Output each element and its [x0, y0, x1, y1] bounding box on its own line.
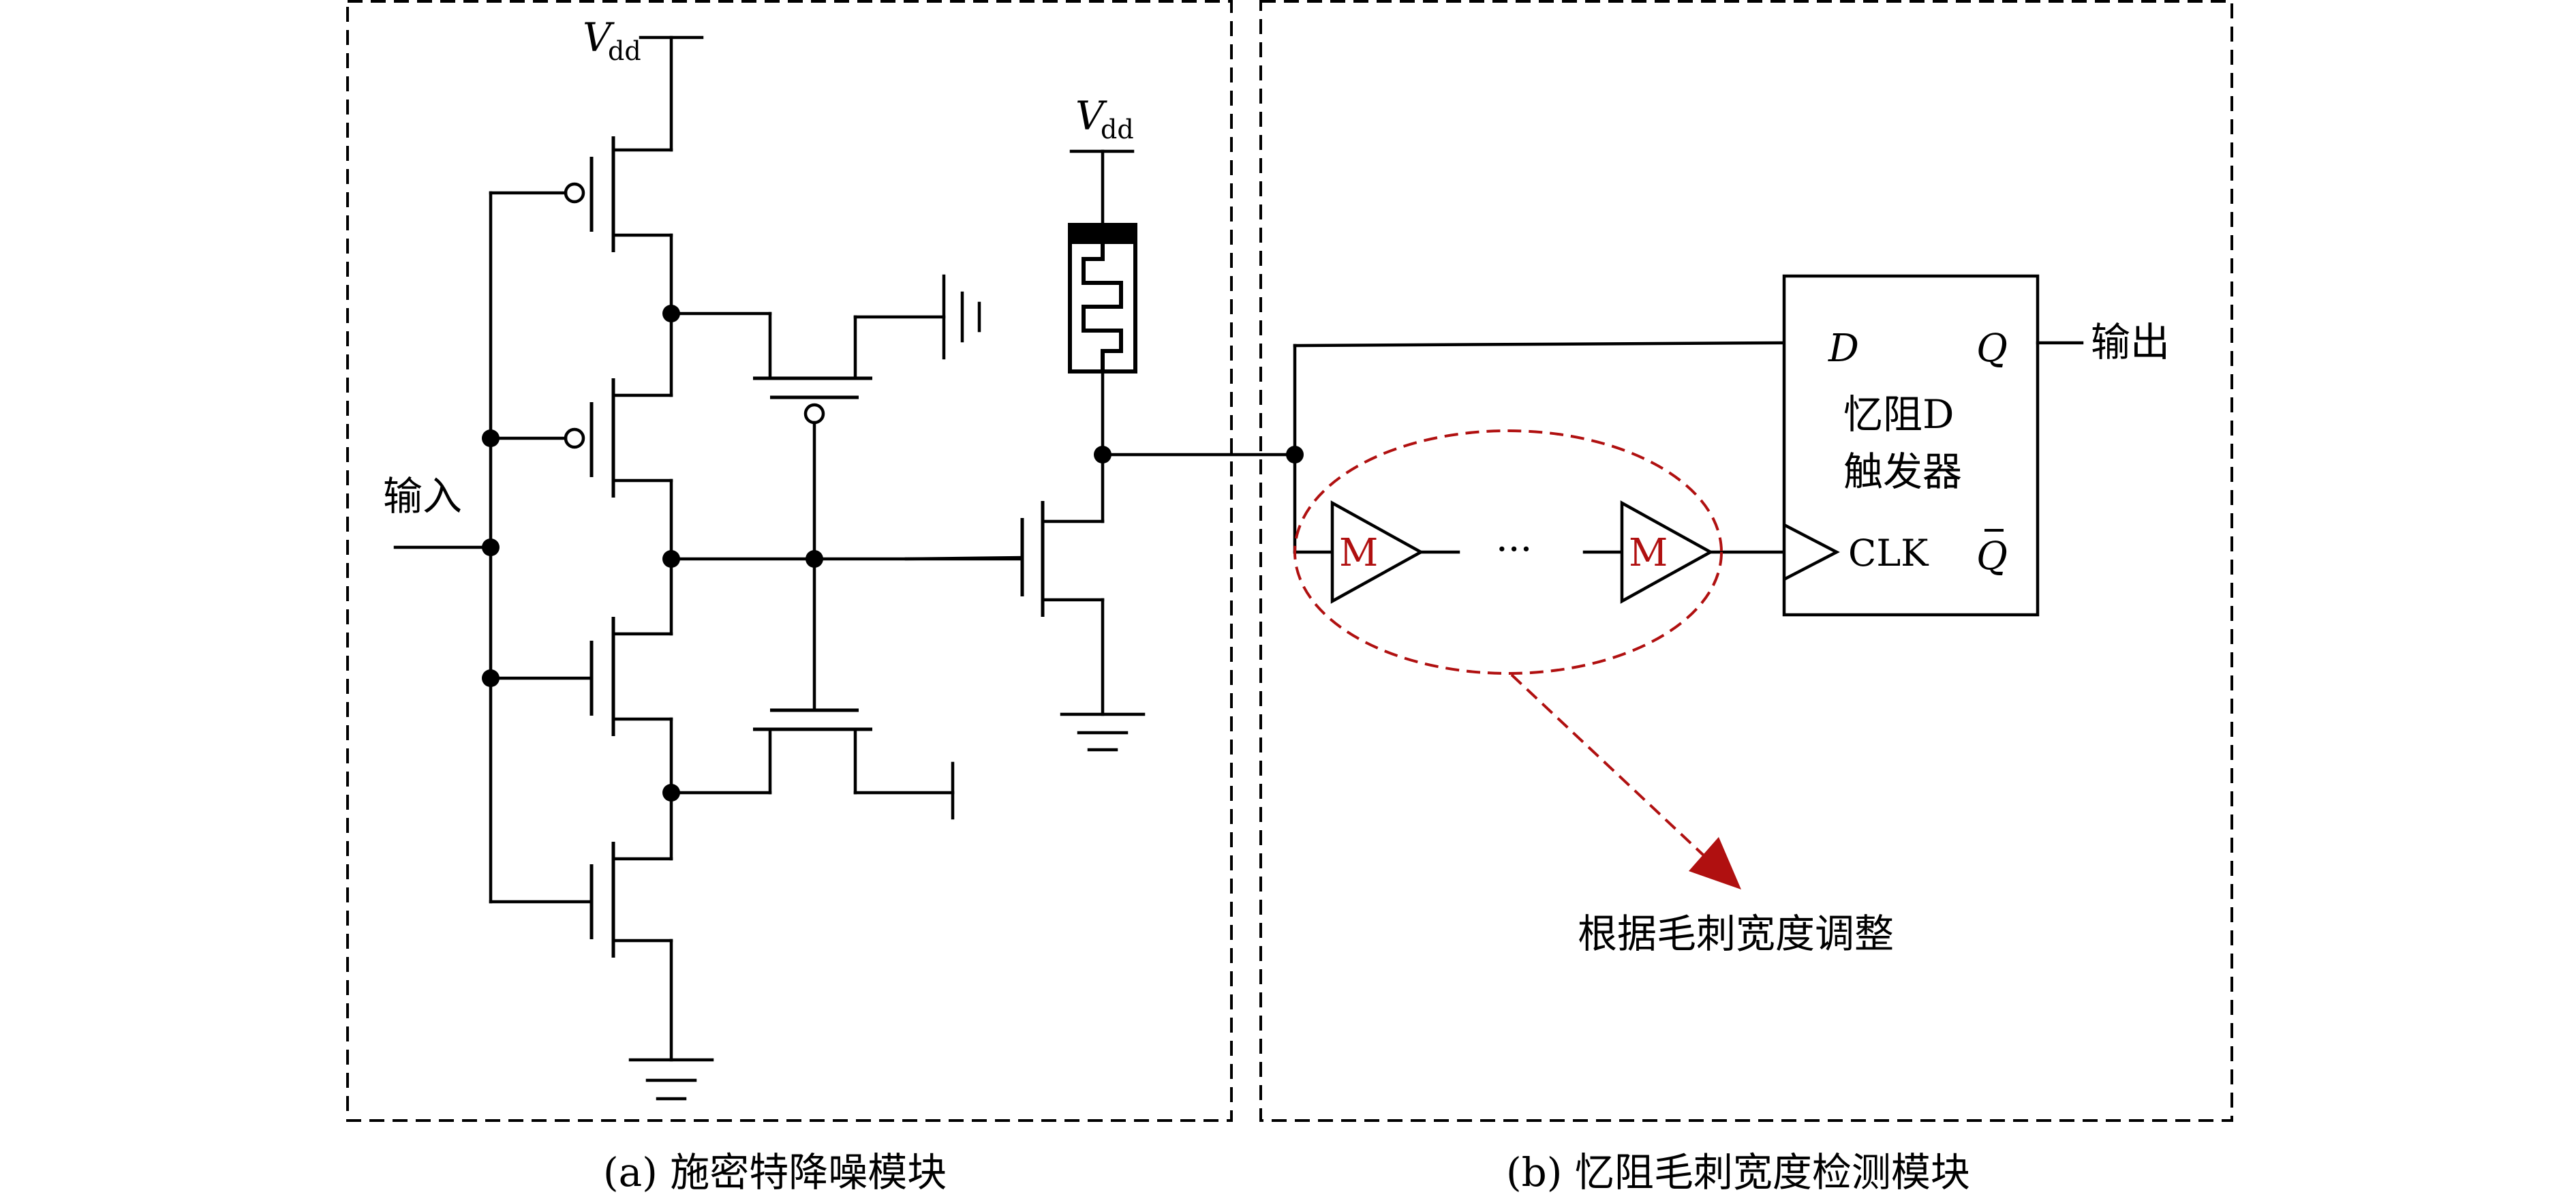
ff-pin-qbar: Q [1976, 534, 2008, 579]
buffer-m2-label: M [1629, 531, 1668, 575]
ff-pin-d: D [1828, 326, 1859, 371]
vdd-a-label: V [583, 14, 615, 61]
memristor [1068, 223, 1137, 457]
buffer-chain-ellipsis: ··· [1496, 528, 1532, 572]
vdd-supply-memristor: V dd [1069, 93, 1135, 227]
junction-dot [482, 429, 500, 447]
ff-title-line1: 忆阻D [1843, 391, 1954, 438]
adjust-arrow [1510, 673, 1741, 889]
adjust-highlight-ellipse [1293, 429, 1723, 675]
pmos-transistor-p2 [489, 378, 615, 498]
memristor-d-flipflop: D Q 忆阻D 触发器 CLK Q [1782, 274, 2084, 617]
adjust-note: 根据毛刺宽度调整 [1578, 911, 1894, 957]
junction-dot [662, 550, 680, 568]
vdd-a-sub: dd [608, 36, 641, 66]
junction-dot [662, 784, 680, 802]
vdd-supply-a: V dd [583, 14, 704, 152]
junction-dot [1286, 446, 1304, 463]
drain-column [611, 148, 673, 1062]
buffer-m2: M [1620, 500, 1714, 604]
input-label: 输入 [383, 473, 462, 519]
ground-n4 [1060, 712, 1146, 752]
nmos-feedback-n3 [669, 708, 955, 820]
panel-a-frame [346, 0, 1233, 1122]
pmos-feedback-p3 [669, 311, 946, 425]
junction-dot [482, 538, 500, 556]
ff-pin-q: Q [1976, 326, 2008, 371]
panel-b-frame [1259, 0, 2233, 1122]
ff-title-line2: 触发器 [1843, 448, 1962, 495]
vdd-m-label: V [1075, 93, 1107, 139]
junction-dot [1094, 446, 1111, 463]
nmos-transistor-n1 [489, 617, 615, 736]
junction-dot [662, 305, 680, 322]
nmos-transistor-n2 [489, 842, 615, 958]
junction-dot [806, 550, 823, 568]
ff-pin-clk: CLK [1848, 532, 1929, 575]
pmos-transistor-p1 [489, 136, 615, 252]
panel-b-wiring [1293, 341, 1786, 554]
junction-dot [482, 669, 500, 687]
output-label: 输出 [2091, 319, 2170, 365]
mid-node-wire [669, 421, 1024, 712]
nmos-output-n4 [904, 453, 1105, 716]
buffer-m1: M [1330, 500, 1424, 604]
panel-a-caption: (a) 施密特降噪模块 [603, 1149, 947, 1196]
buffer-m1-label: M [1339, 531, 1378, 575]
ground-a [628, 1058, 714, 1101]
input-bus: 输入 [383, 191, 493, 904]
vdd-m-sub: dd [1101, 115, 1134, 144]
panel-b-caption: (b) 忆阻毛刺宽度检测模块 [1506, 1149, 1970, 1196]
ground-p3 [942, 274, 981, 360]
